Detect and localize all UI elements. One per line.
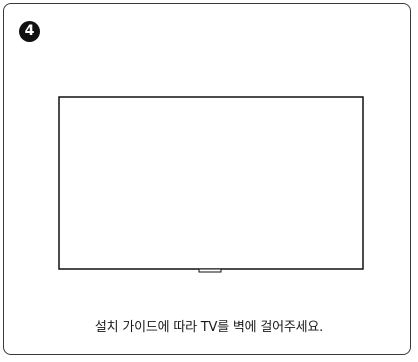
tv-screen <box>58 96 364 270</box>
instruction-caption: 설치 가이드에 따라 TV를 벽에 걸어주세요. <box>94 320 324 335</box>
step-number-badge: 4 <box>19 21 40 42</box>
tv-stand-notch <box>198 268 222 273</box>
